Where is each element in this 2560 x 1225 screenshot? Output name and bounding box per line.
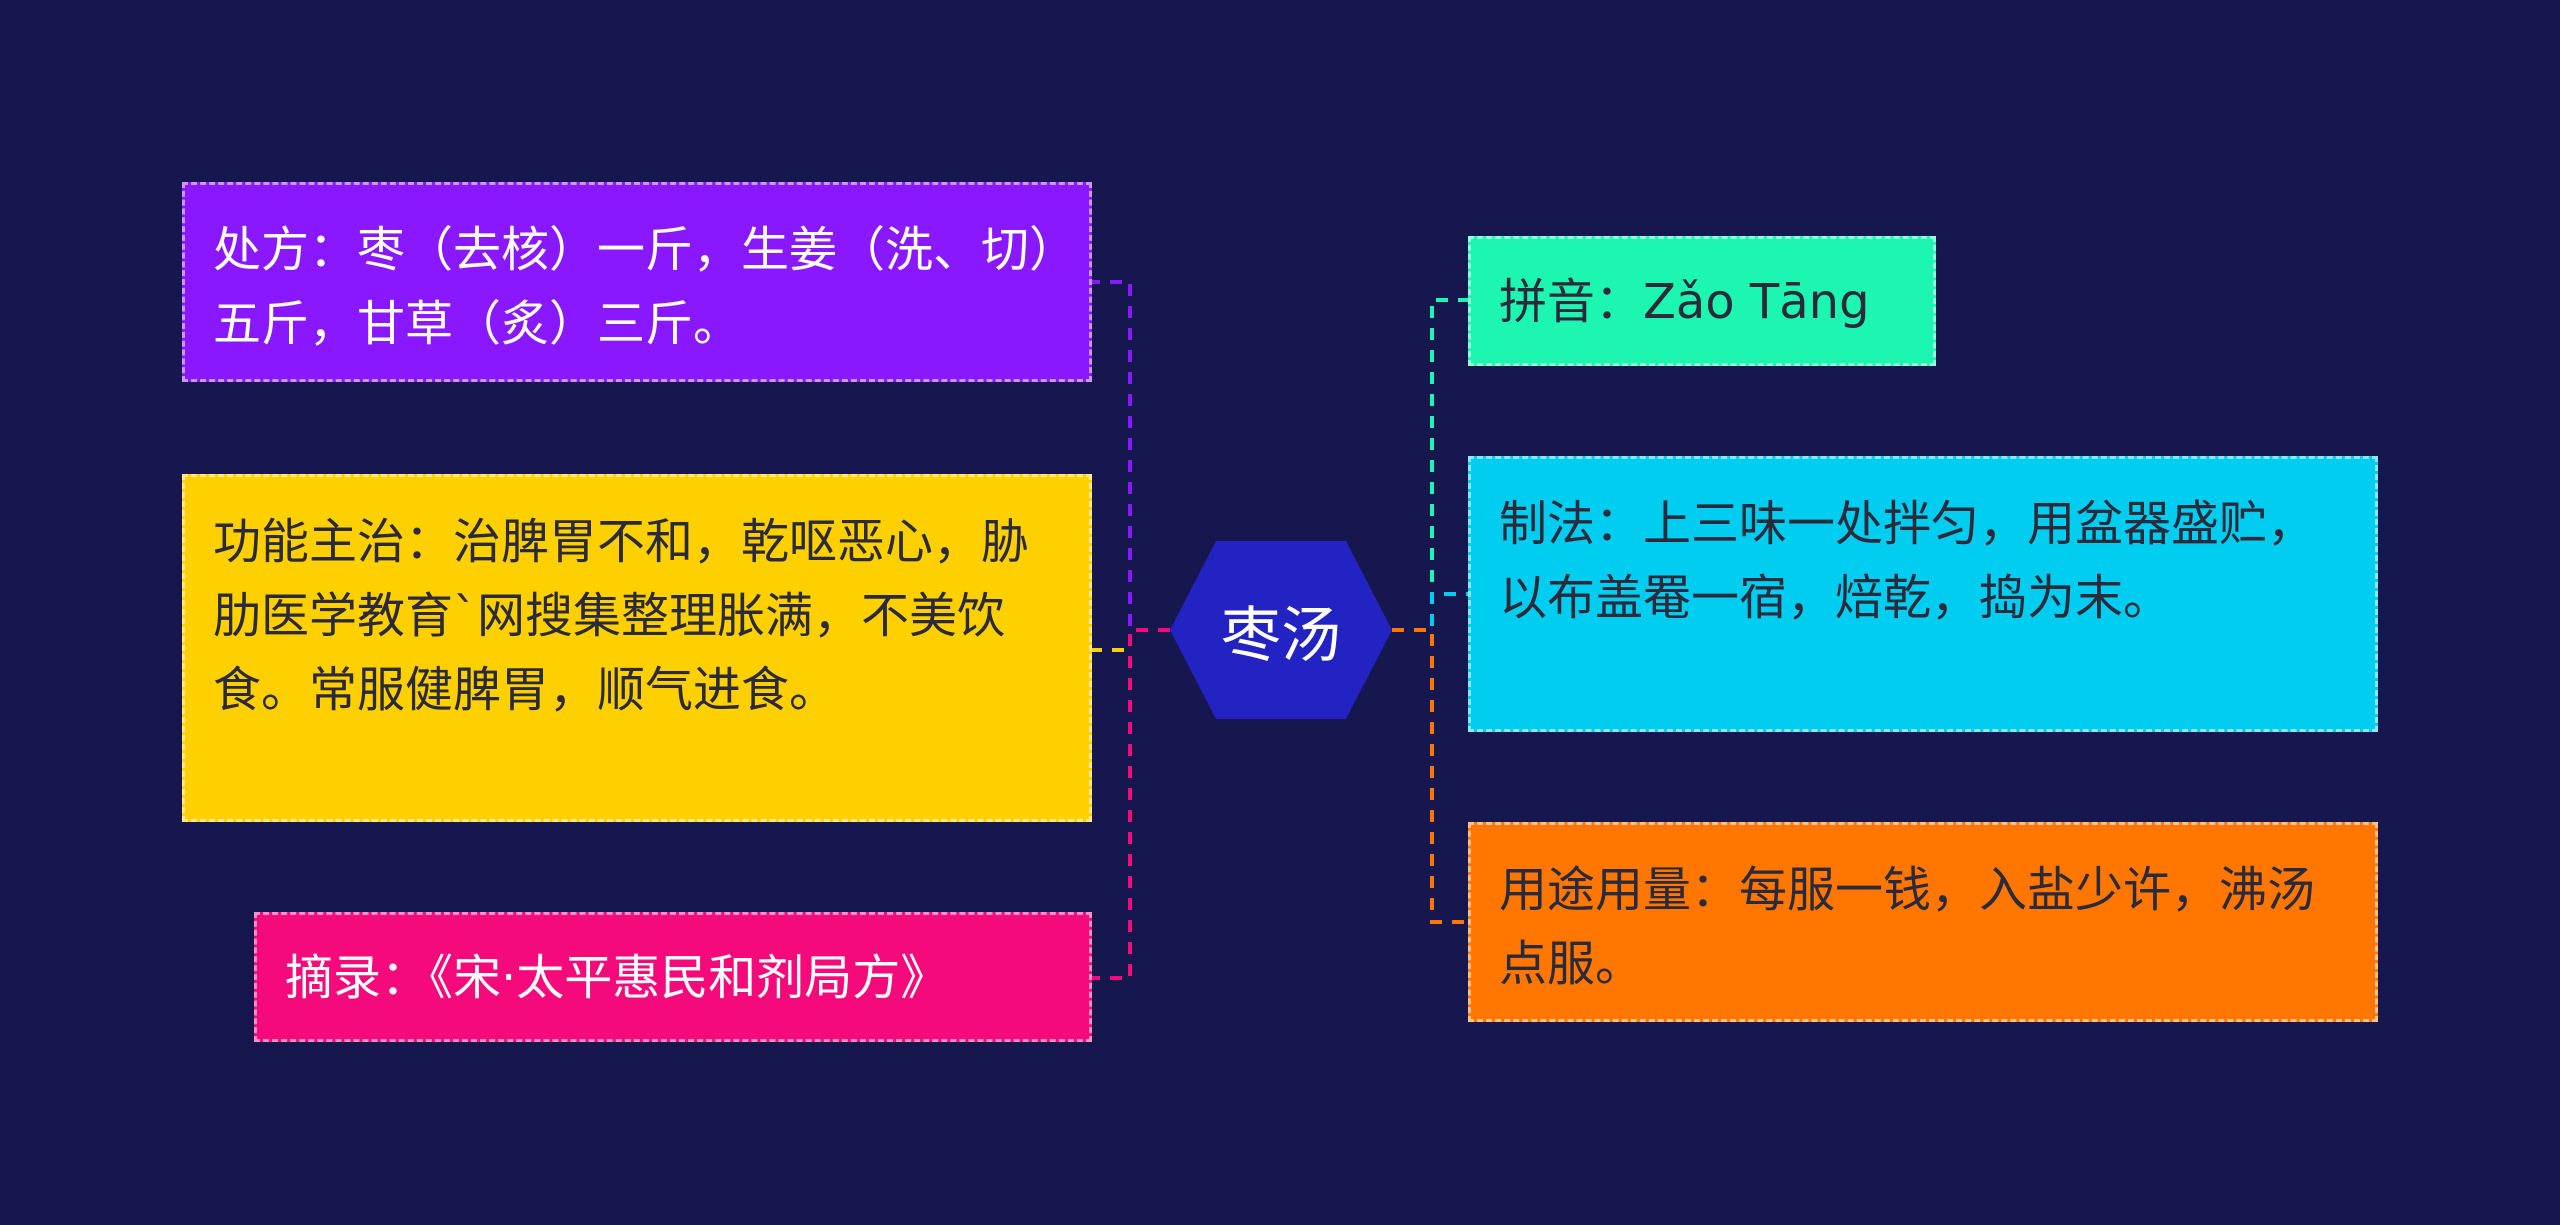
node-prescription[interactable]: 处方：枣（去核）一斤，生姜（洗、切）五斤，甘草（炙）三斤。 bbox=[182, 182, 1092, 382]
connector-preparation bbox=[1392, 592, 1468, 632]
connector-pinyin bbox=[1392, 298, 1468, 632]
node-source[interactable]: 摘录：《宋·太平惠民和剂局方》 bbox=[254, 912, 1092, 1042]
connector-prescription bbox=[1092, 280, 1170, 632]
node-preparation[interactable]: 制法：上三味一处拌匀，用盆器盛贮，以布盖罨一宿，焙乾，捣为末。 bbox=[1468, 456, 2378, 732]
node-pinyin[interactable]: 拼音：Zǎo Tāng bbox=[1468, 236, 1936, 366]
connector-source bbox=[1092, 628, 1170, 980]
connector-usage bbox=[1392, 628, 1468, 924]
node-function[interactable]: 功能主治：治脾胃不和，乾呕恶心，胁肋医学教育`网搜集整理胀满，不美饮食。常服健脾… bbox=[182, 474, 1092, 822]
root-hexagon bbox=[1170, 541, 1392, 719]
node-usage[interactable]: 用途用量：每服一钱，入盐少许，沸汤点服。 bbox=[1468, 822, 2378, 1022]
root-topic[interactable]: 枣汤 bbox=[1221, 600, 1341, 671]
